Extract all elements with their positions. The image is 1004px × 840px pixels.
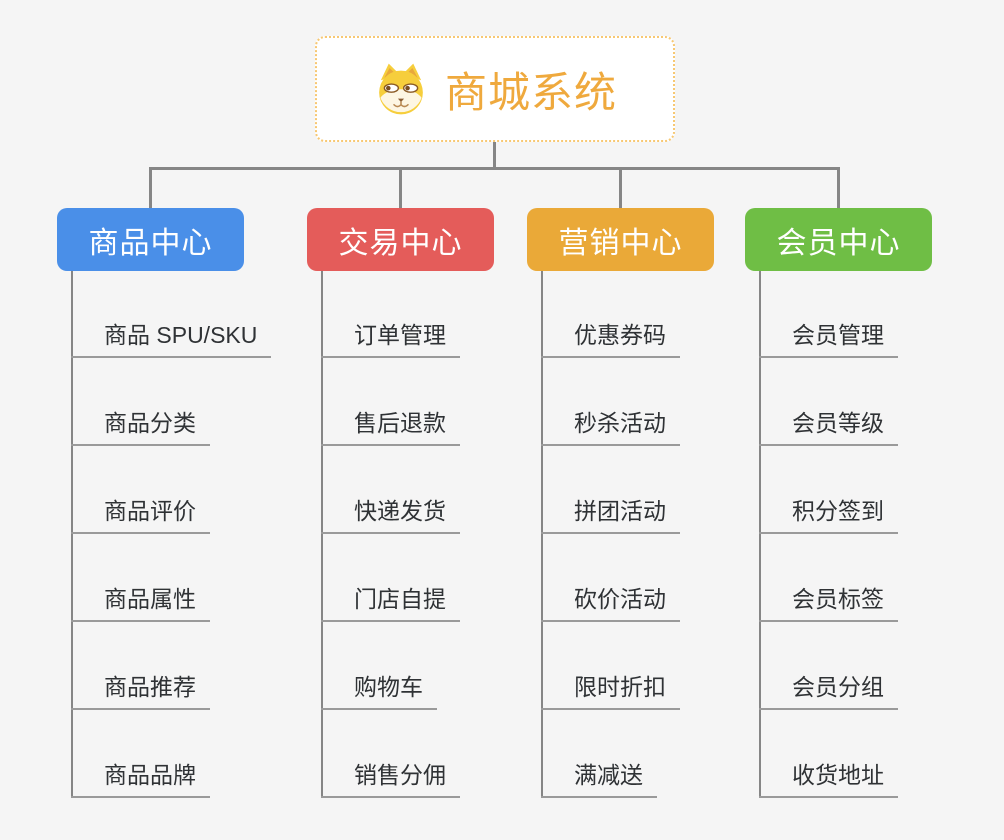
- branch-label: 交易中心: [338, 226, 463, 260]
- leaf-node[interactable]: 商品 SPU/SKU: [71, 318, 272, 358]
- branch-label: 商品中心: [88, 226, 213, 260]
- leaf-node[interactable]: 拼团活动: [541, 494, 680, 534]
- leaf-node[interactable]: 商品分类: [71, 406, 210, 446]
- leaf-node[interactable]: 商品推荐: [71, 670, 210, 710]
- trunk-connector-line: [71, 271, 73, 798]
- leaf-node[interactable]: 限时折扣: [541, 670, 680, 710]
- drop-connector-line: [837, 167, 840, 210]
- leaf-node[interactable]: 会员管理: [759, 318, 898, 358]
- leaf-node[interactable]: 会员分组: [759, 670, 898, 710]
- drop-connector-line: [619, 167, 622, 210]
- drop-connector-line: [149, 167, 152, 210]
- bus-connector-line: [149, 167, 840, 170]
- leaf-node[interactable]: 售后退款: [321, 406, 460, 446]
- leaf-node[interactable]: 秒杀活动: [541, 406, 680, 446]
- branch-label: 营销中心: [558, 226, 683, 260]
- drop-connector-line: [399, 167, 402, 210]
- trunk-connector-line: [321, 271, 323, 798]
- leaf-node[interactable]: 商品评价: [71, 494, 210, 534]
- leaf-node[interactable]: 快递发货: [321, 494, 460, 534]
- leaf-node[interactable]: 积分签到: [759, 494, 898, 534]
- branch-node-trade-center[interactable]: 交易中心: [307, 208, 494, 271]
- branch-node-marketing-center[interactable]: 营销中心: [527, 208, 714, 271]
- leaf-node[interactable]: 购物车: [321, 670, 437, 710]
- leaf-node[interactable]: 砍价活动: [541, 582, 680, 622]
- trunk-connector-line: [541, 271, 543, 798]
- shiba-dog-icon: [379, 63, 423, 115]
- leaf-node[interactable]: 会员等级: [759, 406, 898, 446]
- leaf-node[interactable]: 门店自提: [321, 582, 460, 622]
- root-node[interactable]: 商城系统: [315, 36, 675, 142]
- branch-node-product-center[interactable]: 商品中心: [57, 208, 244, 271]
- leaf-node[interactable]: 商品品牌: [71, 758, 210, 798]
- root-stem-connector-line: [493, 142, 496, 168]
- leaf-node[interactable]: 会员标签: [759, 582, 898, 622]
- branch-label: 会员中心: [776, 226, 901, 260]
- root-title: 商城系统: [444, 68, 617, 116]
- leaf-node[interactable]: 订单管理: [321, 318, 460, 358]
- leaf-node[interactable]: 商品属性: [71, 582, 210, 622]
- leaf-node[interactable]: 销售分佣: [321, 758, 460, 798]
- leaf-node[interactable]: 满减送: [541, 758, 657, 798]
- leaf-node[interactable]: 收货地址: [759, 758, 898, 798]
- branch-node-member-center[interactable]: 会员中心: [745, 208, 932, 271]
- leaf-node[interactable]: 优惠券码: [541, 318, 680, 358]
- trunk-connector-line: [759, 271, 761, 798]
